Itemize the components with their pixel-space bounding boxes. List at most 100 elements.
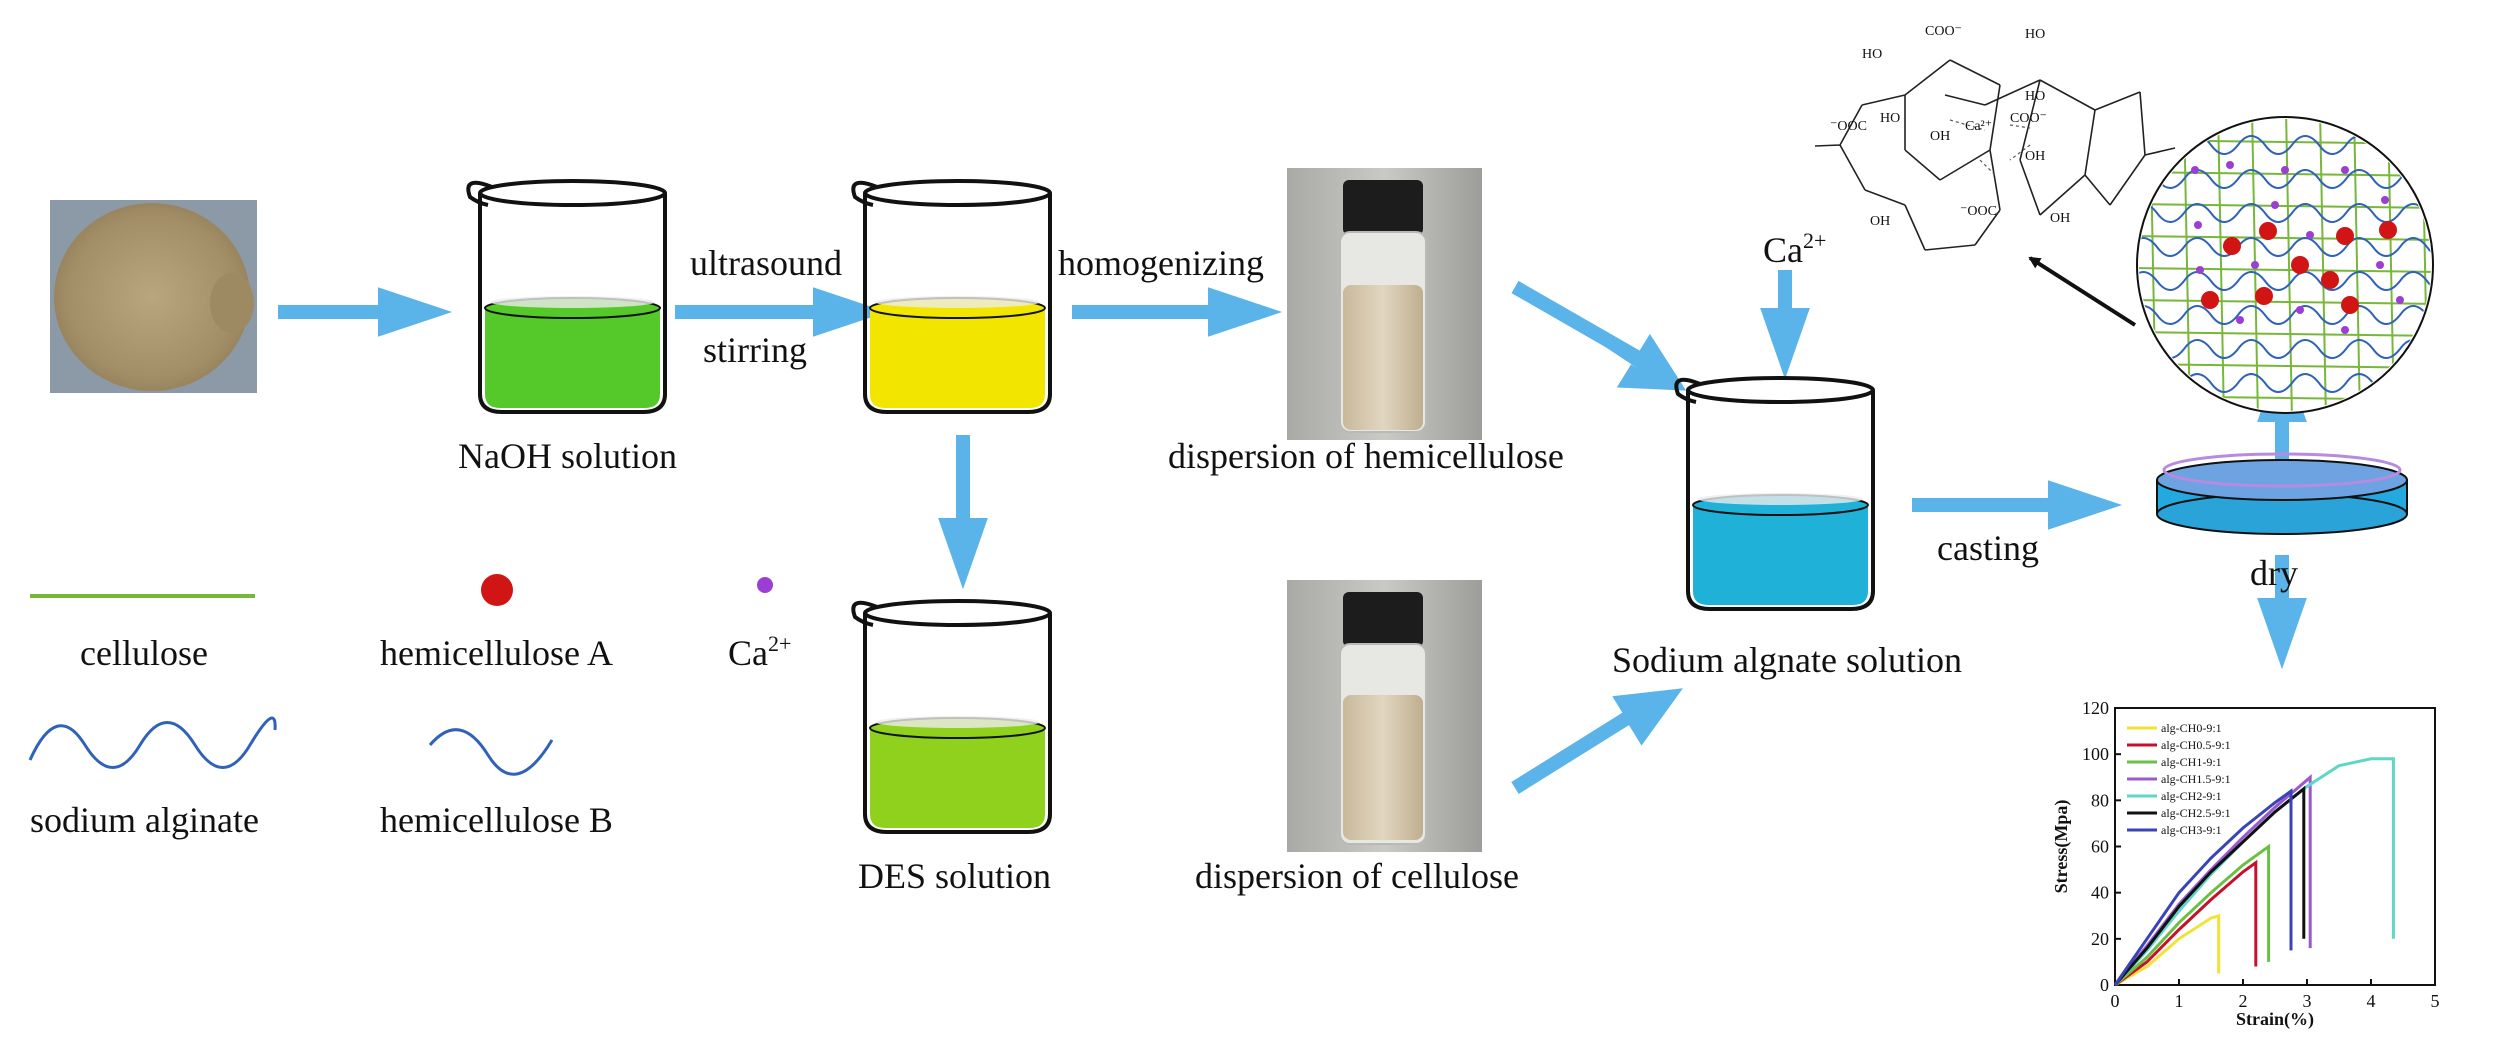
network-ca-dot bbox=[2341, 326, 2349, 334]
chart-x-tick-label: 0 bbox=[2111, 991, 2120, 1011]
chart-legend-label: alg-CH3-9:1 bbox=[2161, 823, 2222, 837]
chart-series-line bbox=[2114, 843, 2271, 987]
network-ca-dot bbox=[2191, 166, 2199, 174]
chart-series-line bbox=[2114, 913, 2221, 987]
chart-legend-label: alg-CH1-9:1 bbox=[2161, 755, 2222, 769]
network-circle bbox=[2136, 116, 2434, 414]
vial-cellulose bbox=[1287, 580, 1482, 852]
network-ca-dot bbox=[2376, 261, 2384, 269]
arrow-naoh-to-homogenize bbox=[675, 287, 888, 337]
chart-y-tick-label: 120 bbox=[2082, 698, 2109, 718]
label-ultrasound: ultrasound bbox=[690, 243, 842, 283]
chart-x-tick-label: 3 bbox=[2303, 991, 2312, 1011]
label-casting: casting bbox=[1937, 528, 2039, 568]
label-naoh-solution: NaOH solution bbox=[458, 436, 677, 476]
beakers bbox=[466, 179, 1875, 834]
legend-hemicellulose-b-wave bbox=[428, 728, 554, 776]
label-oh-bottom-right: OH bbox=[2050, 211, 2070, 226]
arrow-photo-to-naoh bbox=[278, 287, 453, 337]
network-ca-dot bbox=[2296, 306, 2304, 314]
network-ca-dot bbox=[2196, 266, 2204, 274]
network-ca-dot bbox=[2381, 196, 2389, 204]
chart-y-tick-label: 80 bbox=[2091, 790, 2109, 810]
network-hemicellulose-dot bbox=[2341, 296, 2359, 314]
network-ca-dot bbox=[2281, 166, 2289, 174]
beaker-homog bbox=[851, 179, 1052, 414]
label-dispersion-hemicellulose: dispersion of hemicellulose bbox=[1168, 436, 1564, 476]
chart-series-line bbox=[2114, 859, 2258, 987]
chart-y-tick-label: 100 bbox=[2082, 744, 2109, 764]
chart-y-tick-label: 20 bbox=[2091, 929, 2109, 949]
label-stirring: stirring bbox=[703, 330, 807, 370]
network-hemicellulose-dot bbox=[2223, 237, 2241, 255]
arrow-ca-down bbox=[1760, 270, 1810, 380]
chart-legend-label: alg-CH0-9:1 bbox=[2161, 721, 2222, 735]
label-ho-left-top: HO bbox=[1862, 47, 1882, 62]
label-ooc-left: ⁻OOC bbox=[1830, 119, 1867, 134]
chart-legend-label: alg-CH0.5-9:1 bbox=[2161, 738, 2231, 752]
beaker-naoh bbox=[466, 179, 667, 414]
network-hemicellulose-dot bbox=[2379, 221, 2397, 239]
label-oh-bottom-left: OH bbox=[1870, 214, 1890, 229]
network-ca-dot bbox=[2236, 316, 2244, 324]
network-hemicellulose-dot bbox=[2255, 287, 2273, 305]
chart-x-tick-label: 4 bbox=[2367, 991, 2376, 1011]
label-ca-top: Ca2+ bbox=[1763, 228, 1826, 270]
arrow-dish-down bbox=[2257, 555, 2307, 670]
raw-material-photo bbox=[50, 200, 257, 393]
label-homogenizing: homogenizing bbox=[1058, 243, 1264, 283]
legend-hemicellulose-a: hemicellulose A bbox=[380, 633, 613, 673]
label-coo-right: COO⁻ bbox=[2010, 111, 2047, 126]
chart-y-axis-label: Stress(Mpa) bbox=[2051, 800, 2072, 894]
chart-series-line bbox=[2113, 788, 2293, 986]
label-oh-left: OH bbox=[1930, 129, 1950, 144]
network-ca-dot bbox=[2341, 166, 2349, 174]
chart-x-axis-label: Strain(%) bbox=[2236, 1009, 2314, 1030]
legend-cellulose: cellulose bbox=[80, 633, 208, 673]
chart-y-tick-label: 40 bbox=[2091, 883, 2109, 903]
chart-series-line bbox=[2113, 785, 2306, 986]
network-ca-dot bbox=[2271, 201, 2279, 209]
chart-legend-label: alg-CH2.5-9:1 bbox=[2161, 806, 2231, 820]
legend-sodium-alginate-wave bbox=[28, 716, 277, 769]
chart-y-tick-label: 60 bbox=[2091, 837, 2109, 857]
network-ca-dot bbox=[2251, 261, 2259, 269]
arrow-casting bbox=[1912, 480, 2123, 530]
legend-hemicellulose-b: hemicellulose B bbox=[380, 800, 613, 840]
chart-x-tick-label: 2 bbox=[2239, 991, 2248, 1011]
label-oh-right: OH bbox=[2025, 149, 2045, 164]
label-ooc-bottom: ⁻OOC bbox=[1960, 204, 1997, 219]
legend: cellulose hemicellulose A Ca2+ sodium al… bbox=[28, 574, 791, 840]
legend-sodium-alginate: sodium alginate bbox=[30, 800, 259, 840]
network-ca-dot bbox=[2226, 161, 2234, 169]
label-ca-center: Ca²⁺ bbox=[1965, 119, 1992, 134]
vial-hemicellulose bbox=[1287, 168, 1482, 440]
chart-legend-label: alg-CH2-9:1 bbox=[2161, 789, 2222, 803]
network-ca-dot bbox=[2396, 296, 2404, 304]
network-ca-dot bbox=[2306, 231, 2314, 239]
label-dry: dry bbox=[2250, 553, 2298, 593]
label-dispersion-cellulose: dispersion of cellulose bbox=[1195, 856, 1519, 896]
arrow-network-to-structure bbox=[2028, 256, 2137, 327]
label-ho-right-mid: HO bbox=[2025, 89, 2045, 104]
network-hemicellulose-dot bbox=[2321, 271, 2339, 289]
arrow-homogenize-to-des bbox=[938, 435, 988, 590]
chart-legend-label: alg-CH1.5-9:1 bbox=[2161, 772, 2231, 786]
chart-x-tick-label: 1 bbox=[2175, 991, 2184, 1011]
chart-y-tick-label: 0 bbox=[2100, 975, 2109, 995]
label-des-solution: DES solution bbox=[858, 856, 1051, 896]
legend-hemicellulose-a-dot bbox=[481, 574, 513, 606]
arrow-vial-to-sodium bbox=[1511, 280, 1687, 391]
network-hemicellulose-dot bbox=[2336, 227, 2354, 245]
ca-alginate-structure: COO⁻ HO HO HO ⁻OOC OH Ca²⁺ HO COO⁻ OH OH… bbox=[1814, 24, 2176, 251]
label-ho-left-mid: HO bbox=[1880, 111, 1900, 126]
chart-x-tick-label: 5 bbox=[2431, 991, 2440, 1011]
beaker-des bbox=[851, 599, 1052, 834]
petri-dish bbox=[2156, 452, 2408, 535]
arrow-cellulose-to-sodium bbox=[1511, 688, 1683, 794]
network-hemicellulose-dot bbox=[2259, 222, 2277, 240]
legend-ca: Ca2+ bbox=[728, 631, 791, 673]
